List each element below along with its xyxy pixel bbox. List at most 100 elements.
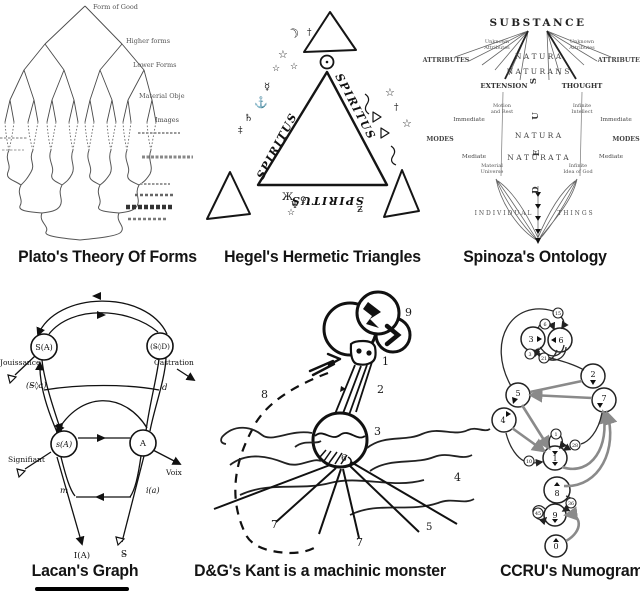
node-drive xyxy=(146,332,174,360)
plato-label-material-objects: Material Obje xyxy=(139,92,185,100)
number-6: 6 xyxy=(341,454,347,464)
planet-circle xyxy=(311,411,369,469)
dashed-arc xyxy=(234,371,329,555)
unknown-attributes-right-1: Unknown xyxy=(570,39,595,45)
gate-6-label: 6 xyxy=(543,322,546,328)
mercury-symbol: ☿ xyxy=(264,82,270,93)
jouissance-label: Jouissance xyxy=(0,358,41,367)
head-mark-chevron xyxy=(384,323,402,347)
gate-15-label: 15 xyxy=(555,311,561,317)
lower-trap-left xyxy=(60,456,76,497)
number-1: 1 xyxy=(382,355,389,368)
lacan-text-labels: Jouissance Castration (S̶◊a) d Signifian… xyxy=(0,358,194,561)
channel-loop-1 xyxy=(539,344,565,357)
number-3: 3 xyxy=(374,425,381,438)
motion-label-1: Motion xyxy=(493,103,512,109)
current-2-to-5 xyxy=(529,379,583,394)
deus-letter-s: S xyxy=(529,78,539,84)
radiating-lines xyxy=(213,461,458,539)
fantasy-label: (S̶◊a) xyxy=(26,381,46,390)
channel-gate10-to-1 xyxy=(533,458,544,467)
natura-lower-label: N A T U R A xyxy=(515,131,562,140)
venus-symbol: ♀ xyxy=(300,196,307,206)
jouissance-line xyxy=(14,355,36,376)
ego-label: m xyxy=(60,486,68,496)
spiritus-right: SPIRITUS xyxy=(332,71,378,142)
inner-arc-right-arrow xyxy=(97,311,106,319)
neck-arrow-tick xyxy=(340,386,346,392)
number-9: 9 xyxy=(405,306,412,319)
plato-illegible-text-smudges xyxy=(0,132,193,221)
gate-45-label: 45 xyxy=(535,511,541,517)
numogram-gate-circles xyxy=(523,307,581,519)
spinoza-fan-lines-bottom xyxy=(495,178,578,242)
idea-of-god-label-2: Idea of God xyxy=(563,169,593,175)
naturans-label: N A T U R A N S xyxy=(507,67,570,76)
gate-28-circle xyxy=(569,439,581,451)
number-7a: 7 xyxy=(271,518,278,531)
current-1-to-7 xyxy=(561,409,613,471)
modes-left-label: MODES xyxy=(426,136,454,143)
zone-0-circle xyxy=(544,534,568,558)
caption-plato: Plato's Theory Of Forms xyxy=(18,247,197,266)
zone-8-circle xyxy=(543,476,571,504)
mediate-right-label: Mediate xyxy=(599,154,624,160)
panel-hegel: SPIRITUS SPIRITUS SPIRITUS ☽ † ☆ ☆ ☆ ☿ ⚓… xyxy=(195,0,425,245)
castration-label: Castration xyxy=(154,358,194,367)
individual-things-label-1: I N D I V I D U A L xyxy=(475,210,532,217)
subject-label: S̶ xyxy=(121,550,127,560)
node-label-drive: (S̶◊D) xyxy=(150,342,170,351)
monster-face xyxy=(349,339,377,366)
node-label-signified: s(A) xyxy=(56,440,72,449)
lower-trap-right xyxy=(129,455,142,498)
caption-hegel: Hegel's Hermetic Triangles xyxy=(224,247,421,266)
head-mark-zigzag xyxy=(363,302,381,328)
gate-3-label: 3 xyxy=(528,352,531,358)
middle-arc xyxy=(56,400,148,434)
thought-label: THOUGHT xyxy=(562,82,603,90)
spinoza-diagram: SUBSTANCE Unknown Attributes Unknown Att… xyxy=(422,17,640,244)
deus-letter-d: D xyxy=(531,186,541,194)
upper-horizontal-bar xyxy=(43,384,160,391)
naturata-label: N A T U R A T A xyxy=(507,153,569,162)
edge-squiggle-2 xyxy=(390,145,397,166)
node-label-signifier-of-lack: S(A̶) xyxy=(35,343,53,352)
castration-line xyxy=(176,368,196,381)
current-5-to-1 xyxy=(520,404,551,451)
current-8-to-7 xyxy=(563,410,618,488)
unknown-attributes-left-1: Unknown xyxy=(485,39,510,45)
deus-letter-u: U xyxy=(531,112,541,120)
zone-1-circle xyxy=(542,445,568,471)
top-arc-left-arrow xyxy=(92,292,101,300)
immediate-left-label: Immediate xyxy=(453,117,485,123)
current-7-to-5 xyxy=(528,388,593,403)
left-leg-up xyxy=(35,361,58,433)
material-universe-label-2: Universe xyxy=(481,169,504,175)
star-symbol: ☆ xyxy=(272,64,280,74)
edge-triangle-small-2 xyxy=(380,127,390,139)
deus-letter-e: E xyxy=(532,149,542,156)
star-symbol: ☆ xyxy=(385,86,395,99)
central-triangle xyxy=(256,70,389,187)
right-leg-1 xyxy=(145,358,160,432)
hermetic-symbols: ☽ † ☆ ☆ ☆ ☿ ⚓ ♄ ‡ ☆ † ☆ Ж Ψ ♀ ☆ ƶ xyxy=(238,25,412,218)
intellect-label-2: Intellect xyxy=(571,109,592,115)
planet-wave xyxy=(314,432,366,439)
spiritus-bottom: SPIRITUS xyxy=(290,194,363,207)
panel-plato: Form of Good Higher forms Lower Forms Ma… xyxy=(0,0,195,245)
signifiant-triangle xyxy=(16,468,27,479)
lacan-open-triangles xyxy=(7,374,126,547)
motion-label-2: and Rest xyxy=(491,109,513,115)
cross-symbol: † xyxy=(394,103,399,113)
subject-line xyxy=(121,455,145,543)
voix-line xyxy=(150,448,182,465)
jouissance-triangle xyxy=(7,374,18,385)
hegel-triangles xyxy=(206,11,420,220)
caption-dg: D&G's Kant is a machinic monster xyxy=(194,561,446,580)
gate-36-circle xyxy=(565,497,577,509)
top-triangle xyxy=(303,11,357,53)
mediate-left-label: Mediate xyxy=(462,154,487,160)
current-0-to-9 xyxy=(563,506,581,543)
number-4: 4 xyxy=(454,471,461,484)
lacan-node-labels: S(A̶) (S̶◊D) s(A) A xyxy=(35,342,170,449)
